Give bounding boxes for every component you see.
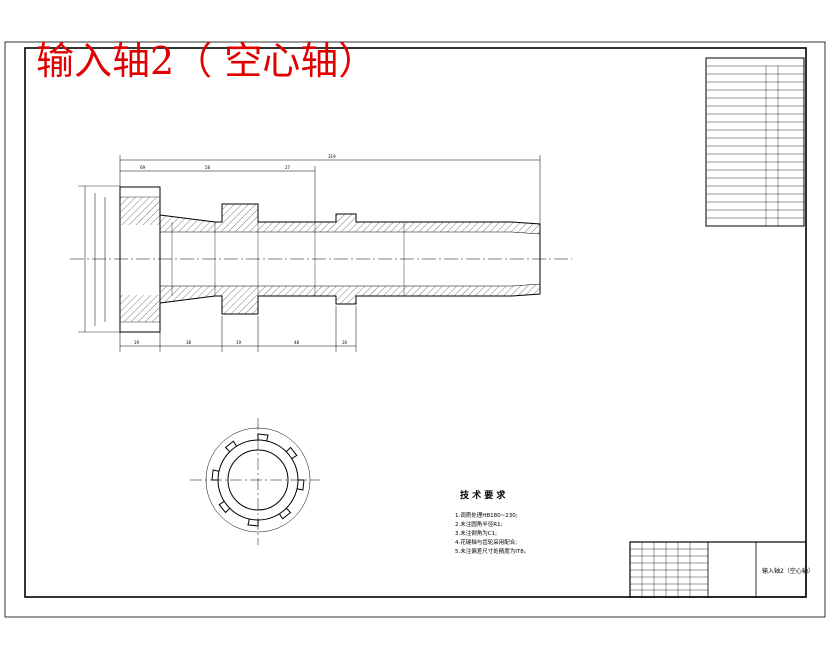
- spline-cross-section: [190, 418, 320, 545]
- dim-top-2: 58: [205, 165, 211, 170]
- tech-req-item-4: 4.花键轴与齿轮采用配合;: [455, 538, 517, 546]
- dim-bottom-1: 19: [134, 340, 140, 345]
- dim-bottom-5: 30: [342, 340, 348, 345]
- dimension-lines: [119, 155, 541, 352]
- parameter-table: [705, 57, 805, 227]
- dim-bottom-4: 48: [294, 340, 300, 345]
- dim-overall-length: 319: [328, 154, 336, 159]
- outer-frame: [4, 41, 826, 618]
- dim-bottom-2: 38: [186, 340, 192, 345]
- title-block-part-name: 输入轴2（空心轴）: [762, 567, 814, 575]
- title-block: [629, 541, 807, 598]
- tech-req-heading: 技 术 要 求: [460, 489, 506, 501]
- dim-top-3: 27: [285, 165, 291, 170]
- dim-top-1: 69: [140, 165, 146, 170]
- tech-req-item-1: 1.调质处理HB180~230;: [455, 511, 518, 519]
- inner-frame: [24, 47, 807, 598]
- tech-req-item-5: 5.未注偏差尺寸处精度为IT8。: [455, 547, 529, 555]
- dim-bottom-3: 19: [236, 340, 242, 345]
- tech-req-item-2: 2.未注圆角半径R1;: [455, 520, 503, 528]
- drawing-title: 输入轴2（ 空心轴）: [36, 39, 376, 83]
- tech-req-item-3: 3.未注倒角为C1;: [455, 529, 497, 537]
- technical-requirements: 技 术 要 求 1.调质处理HB180~230; 2.未注圆角半径R1; 3.未…: [455, 489, 529, 555]
- shaft-section-view: [70, 185, 572, 333]
